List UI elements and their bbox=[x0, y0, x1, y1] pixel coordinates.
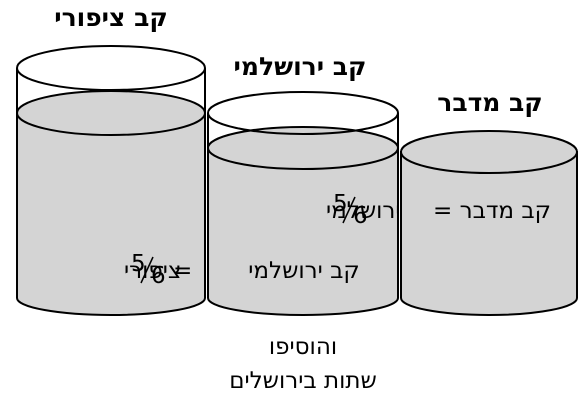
label-yerushalmi-line1: 5 6 ירושלמי bbox=[326, 191, 401, 229]
label-tzippori-text: ציפורי bbox=[124, 258, 182, 284]
cylinder-tzippori-liquid-surface bbox=[16, 90, 206, 136]
label-yerushalmi-line1-text: ירושלמי bbox=[326, 198, 401, 224]
label-yerushalmi-fraction-slash bbox=[342, 196, 356, 224]
cylinder-midbar bbox=[400, 130, 578, 316]
cylinder-tzippori-liquid bbox=[16, 112, 206, 316]
label-midbar: קב מדבר = bbox=[433, 198, 551, 224]
label-tzippori-fraction-denominator: 6 bbox=[151, 263, 166, 289]
title-midbar: קב מדבר bbox=[437, 88, 542, 117]
caption-line1: והוסיפו bbox=[269, 334, 337, 360]
cylinder-midbar-liquid bbox=[400, 151, 578, 316]
caption-line2: שתות בירושלים bbox=[229, 368, 377, 394]
cylinder-yerushalmi-liquid-surface bbox=[207, 126, 399, 170]
label-tzippori: = 5 6 ציפורי bbox=[124, 251, 192, 289]
label-yerushalmi-fraction-denominator: 6 bbox=[353, 203, 368, 229]
cylinder-tzippori-rim bbox=[16, 45, 206, 91]
label-tzippori-fraction-numerator: 5 bbox=[131, 251, 146, 277]
cylinder-yerushalmi bbox=[207, 91, 399, 316]
title-tzippori: קב ציפורי bbox=[54, 3, 167, 32]
cylinder-tzippori bbox=[16, 45, 206, 316]
label-yerushalmi-fraction-numerator: 5 bbox=[333, 191, 348, 217]
label-tzippori-fraction-slash bbox=[140, 256, 154, 284]
label-yerushalmi-line2: קב ירושלמי bbox=[248, 258, 359, 284]
cylinder-midbar-liquid-surface bbox=[400, 130, 578, 174]
cylinder-yerushalmi-liquid bbox=[207, 147, 399, 316]
cylinder-yerushalmi-rim bbox=[207, 91, 399, 135]
title-yerushalmi: קב ירושלמי bbox=[234, 52, 367, 81]
label-tzippori-equals: = bbox=[173, 258, 192, 284]
